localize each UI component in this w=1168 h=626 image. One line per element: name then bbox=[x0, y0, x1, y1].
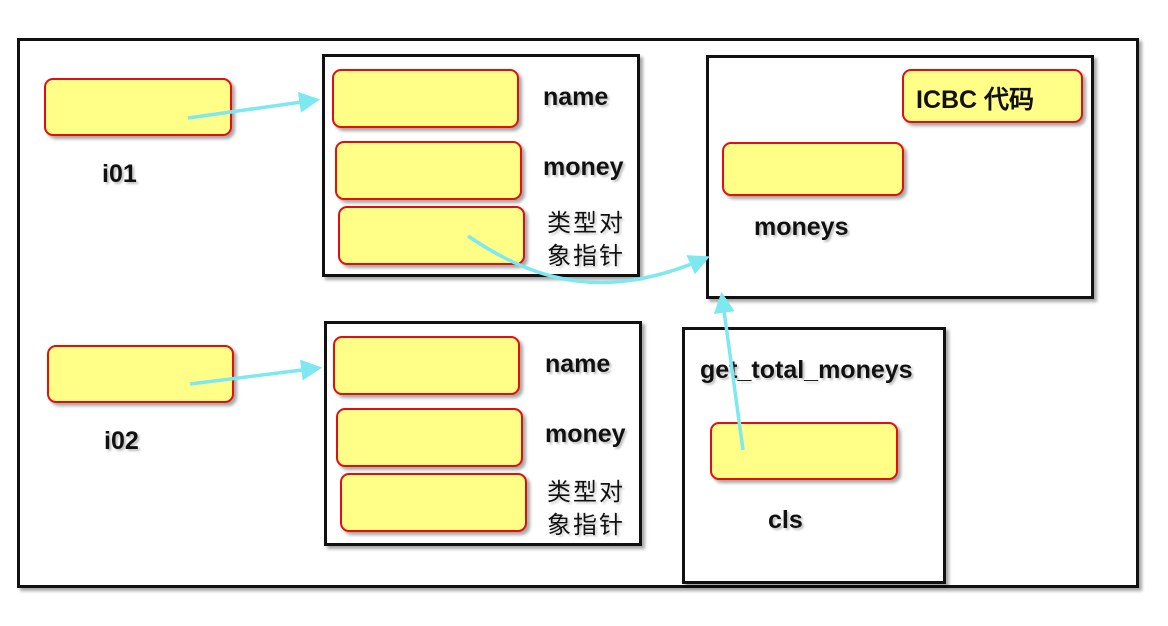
outer-frame bbox=[17, 38, 1139, 588]
moneys-label: moneys bbox=[754, 213, 849, 241]
i01-to-instance-arrow bbox=[187, 91, 321, 120]
cls-to-class-arrow bbox=[713, 291, 745, 451]
i02-type-pointer-cell bbox=[340, 473, 527, 532]
i02-money-label: money bbox=[545, 420, 626, 448]
i02-type-pointer-label: 类型对象指针 bbox=[547, 479, 625, 539]
method-frame bbox=[682, 327, 946, 584]
i01-type-pointer-label: 类型对象指针 bbox=[547, 210, 625, 270]
i02-money-cell bbox=[336, 408, 523, 467]
i01-money-cell bbox=[335, 141, 522, 200]
instance-object-1 bbox=[322, 54, 640, 277]
class-object bbox=[706, 55, 1094, 299]
class-code-cell: ICBC 代码 bbox=[902, 69, 1083, 123]
instance-object-2 bbox=[324, 321, 642, 546]
i02-label: i02 bbox=[104, 427, 139, 455]
i01-reference-cell bbox=[44, 78, 232, 136]
type-pointer-to-class-arrow bbox=[467, 234, 710, 285]
moneys-cell bbox=[722, 142, 904, 196]
i02-name-cell bbox=[333, 336, 520, 395]
i01-name-cell bbox=[332, 69, 519, 128]
method-frame-title: get_total_moneys bbox=[700, 356, 913, 384]
i02-to-instance-arrow bbox=[189, 359, 323, 386]
cls-label: cls bbox=[768, 506, 803, 534]
i02-reference-cell bbox=[47, 345, 234, 403]
i01-money-label: money bbox=[543, 153, 624, 181]
i02-name-label: name bbox=[545, 350, 611, 378]
class-code-label: ICBC 代码 bbox=[916, 86, 1035, 114]
i01-label: i01 bbox=[102, 160, 137, 188]
i01-type-pointer-cell bbox=[338, 206, 525, 265]
i01-name-label: name bbox=[543, 83, 609, 111]
